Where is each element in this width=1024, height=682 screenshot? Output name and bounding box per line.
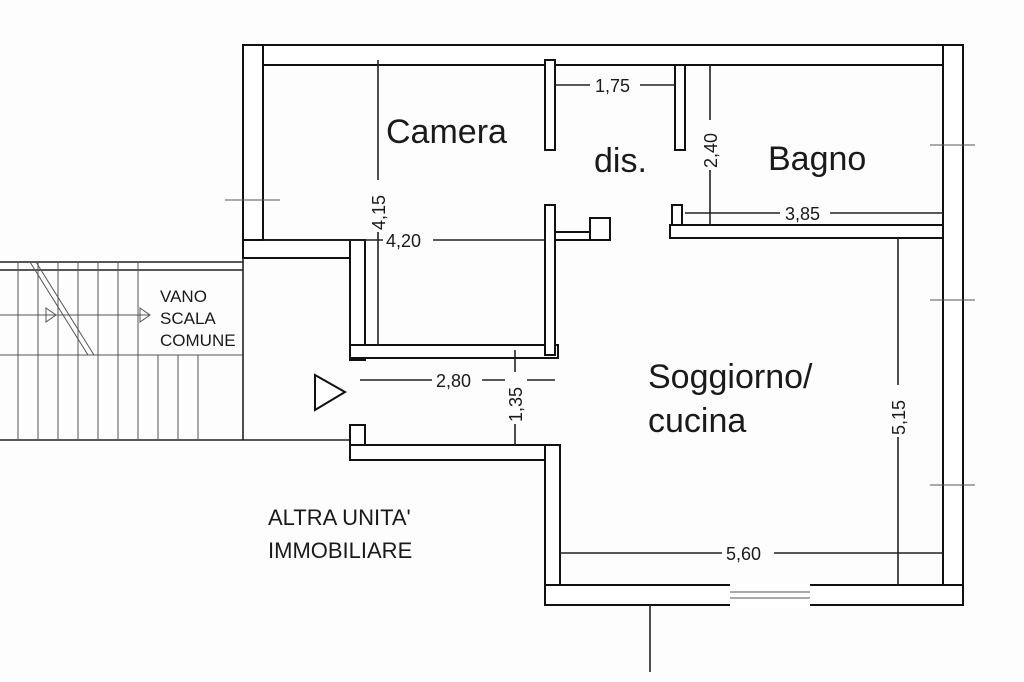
- dim-bagno-width: 3,85: [785, 204, 820, 224]
- dim-soggiorno-height: 5,15: [889, 400, 909, 435]
- dimension-labels: 1,75 2,40 3,85 4,15 4,20 2,80 1,35 5,15 …: [368, 76, 910, 564]
- other-unit-label-2: IMMOBILIARE: [268, 538, 412, 563]
- dim-soggiorno-width: 5,60: [726, 544, 761, 564]
- other-unit-label-1: ALTRA UNITA': [268, 505, 411, 530]
- dim-corridor-height: 1,35: [506, 387, 526, 422]
- room-disimpegno: dis.: [594, 142, 647, 180]
- dim-dis-width: 1,75: [595, 76, 630, 96]
- stair-label-1: VANO: [160, 287, 207, 306]
- stair-label-2: SCALA: [160, 309, 216, 328]
- room-camera: Camera: [386, 113, 507, 151]
- room-bagno: Bagno: [768, 140, 866, 178]
- dim-bagno-height: 2,40: [701, 133, 721, 168]
- walls: [225, 44, 975, 672]
- stairwell-grid: [0, 261, 350, 441]
- dim-camera-height: 4,15: [369, 195, 389, 230]
- dim-corridor-width: 2,80: [436, 371, 471, 391]
- stair-label-3: COMUNE: [160, 331, 236, 350]
- room-cucina: cucina: [648, 402, 746, 440]
- dim-camera-width: 4,20: [386, 231, 421, 251]
- room-soggiorno: Soggiorno/: [648, 358, 813, 396]
- entrance-arrow-icon: [314, 373, 347, 412]
